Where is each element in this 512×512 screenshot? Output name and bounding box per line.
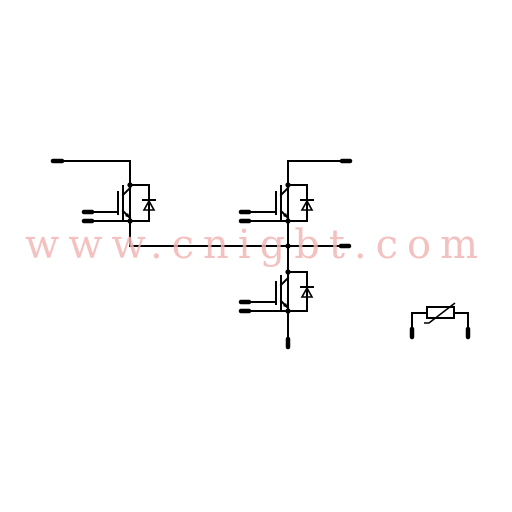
- igbt-emitter-arrow: [283, 213, 288, 218]
- igbt-emitter-arrow: [125, 213, 130, 218]
- junction: [285, 218, 291, 224]
- igbt-collector-lead: [279, 186, 290, 197]
- igbt-with-diode-lower-right: [238, 245, 314, 350]
- ntc-thermistor: [409, 302, 471, 340]
- wire: [411, 312, 428, 328]
- wire: [287, 184, 308, 222]
- junction: [285, 269, 291, 275]
- junction: [285, 182, 291, 188]
- igbt-collector-lead: [279, 276, 290, 287]
- junction: [127, 182, 133, 188]
- wire: [287, 160, 343, 186]
- igbt-collector-lead: [121, 186, 132, 197]
- junction: [127, 218, 133, 224]
- igbt-emitter-arrow: [283, 303, 288, 308]
- diode-triangle: [300, 199, 314, 211]
- junction: [285, 308, 291, 314]
- thermistor-body: [426, 306, 455, 319]
- igbt-with-diode-upper-left: [50, 158, 156, 247]
- diode-triangle: [142, 199, 156, 211]
- diode-triangle: [300, 286, 314, 298]
- wire: [287, 271, 308, 312]
- wire: [129, 184, 150, 222]
- wire: [453, 312, 469, 328]
- wire: [61, 160, 131, 186]
- igbt-with-diode-upper-right: [238, 158, 353, 249]
- thermistor-slash: [424, 302, 456, 324]
